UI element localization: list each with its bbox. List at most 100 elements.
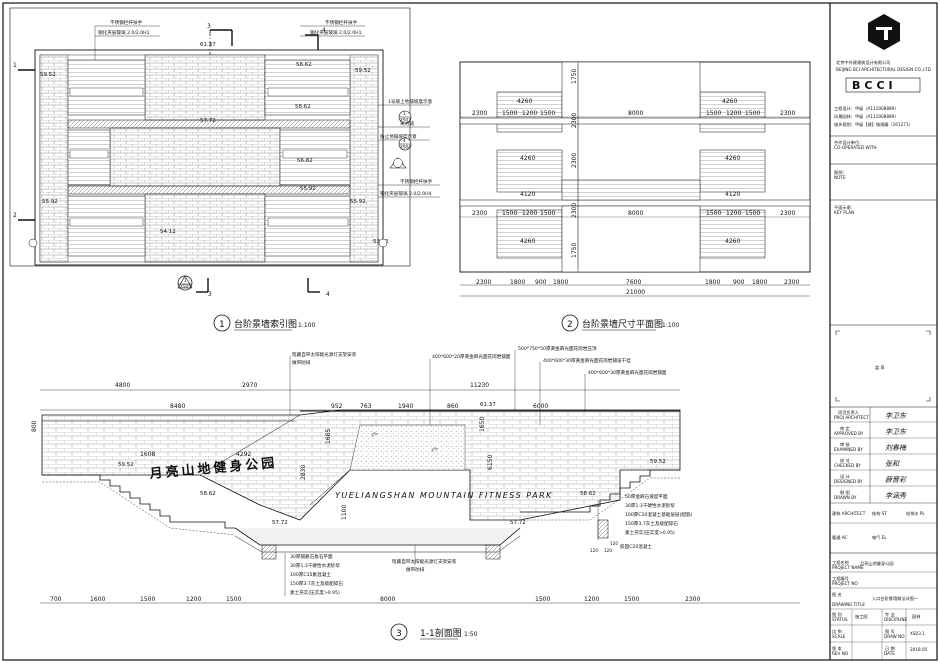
status-label: 图 别 (832, 611, 842, 618)
note: 钢化夹层玻璃 2.0/2.0H4 (380, 190, 432, 197)
callout-sheet: XS03 (400, 118, 411, 123)
drawing-label: 图 名 (832, 591, 842, 598)
dim: 120 (590, 548, 598, 553)
note: 不锈钢栏杆扶手 (400, 178, 433, 185)
dim: 6000 (533, 403, 548, 410)
discipline-cell: 建筑 ARCHITECT (832, 510, 866, 517)
stairs-right (520, 469, 680, 513)
dim: 120 (604, 548, 612, 553)
firm-abbr: BCCI (852, 79, 897, 92)
note: 50厚金麻石坡度平面 (625, 493, 668, 500)
dim: 2300 (476, 279, 491, 286)
dim: 8000 (628, 210, 643, 217)
firm-name-en: BEIJING BCI ARCHITECTURAL DESIGN CO.,LTD (836, 67, 931, 72)
drawno-label: 图 号 (885, 629, 895, 635)
firm-abbr-logo: BCCI (845, 77, 921, 93)
note-label: 图例： (834, 169, 847, 176)
coop-label-en: CO-OPERATED WITH (834, 145, 877, 150)
note: 素土夯实(压实度>0.95) (625, 529, 675, 536)
note: 不锈钢栏杆扶手 (325, 19, 358, 26)
elev: 59.52 (118, 462, 134, 468)
drawno-label-en: DRAW NO (884, 634, 905, 639)
dim: 900 (733, 279, 745, 286)
date-label: 日 期 (885, 646, 895, 652)
note: 400*600*20厚黄金麻光面花岗岩铺面 (432, 353, 511, 360)
title-scale: 1:100 (662, 322, 679, 329)
dim: 2300 (472, 110, 487, 117)
dim: 900 (535, 279, 547, 286)
projno-label: 工程编号 (832, 575, 849, 582)
dim: 2300 (780, 210, 795, 217)
elev: 56.82 (297, 158, 313, 164)
signature: 张和 (885, 460, 900, 468)
dim: 8000 (380, 596, 395, 603)
plan2-title: 2 台阶景墙尺寸平面图 1:100 (561, 314, 679, 332)
stairs-left (42, 474, 235, 529)
plan-dimensions: 1750 2300 2300 2300 1750 2300 1500 1200 … (459, 61, 811, 332)
elev: 58.62 (296, 62, 312, 68)
title-text: 1-1剖面图 (420, 627, 462, 639)
dim: 1800 (510, 279, 525, 286)
status-value: 施工图 (855, 613, 868, 620)
title-text: 台阶景墙索引图 (234, 318, 297, 330)
detail-callout-2[interactable]: 4 XS04 (398, 137, 412, 151)
dim: 2300 (780, 110, 795, 117)
note: 暗藏自带太阳能光源灯支架安装 (292, 351, 357, 358)
project-label: 工程名称 (832, 559, 849, 566)
note: 400*600*30厚黄金麻光面花岗岩铺面 (588, 369, 667, 376)
note: 暗藏自带太阳能光源灯支架安装 (392, 558, 457, 565)
plan1-title: 1 台阶景墙索引图 1:100 (213, 314, 315, 332)
role-label: 制 图 (840, 489, 850, 496)
section-right-notes: 50厚金麻石坡度平面 30厚1:3干硬性水泥砂浆 100厚C20混凝土基础层层(… (597, 493, 693, 550)
note: 100厚C15素混凝土 (290, 571, 331, 578)
dim: 860 (447, 403, 459, 410)
qualification: 城乡规划：甲级【建】城规编（161271） (834, 121, 913, 128)
decor-panel (349, 424, 466, 471)
dim: 1800 (705, 279, 720, 286)
note: 400*600*30厚黄金麻光面花岗岩铺设干挂 (543, 357, 631, 364)
dim: 1500 (540, 110, 555, 117)
role-label: 项目负责人 (838, 409, 860, 416)
section-1-1: 4800 2970 11230 8480 952 763 1940 860 60… (31, 345, 800, 641)
dim-total: 21000 (626, 289, 645, 296)
note: 30厚1:3干硬性水泥砂浆 (625, 502, 675, 509)
elev: 57.72 (510, 520, 526, 526)
qualification: 工程设计：甲级（A111008889） (834, 105, 899, 112)
ref-sheet: XS05 (180, 284, 191, 289)
keyplan-label-en: KEY PLAN (834, 210, 854, 215)
grid-label-2: 2 (13, 212, 17, 219)
role-label-en: CHECKED BY (834, 463, 861, 468)
discipline-label-en: DISCIPLINE (884, 617, 908, 622)
elev: 57.72 (200, 118, 216, 124)
grid-label-a-bottom: 3 (208, 291, 212, 298)
dim-4120: 4120 (725, 191, 740, 198)
note: 1号坡上地铺坡度示意 (388, 98, 433, 105)
elev: 59.52 (355, 68, 371, 74)
role-label-en: DRAWN BY (834, 495, 857, 500)
signature: 刘春梅 (885, 444, 907, 452)
dim: 1500 (745, 210, 760, 217)
discipline-cell: 给排水 PL (906, 510, 925, 517)
detail-callout-left[interactable] (28, 238, 388, 248)
elev: 58.62 (295, 104, 311, 110)
discipline-cell: 电气 EL (872, 534, 887, 540)
elev: 57.72 (272, 520, 288, 526)
elev: 58.62 (580, 491, 596, 497)
note-label-en: NOTE (834, 175, 846, 180)
role-label: 审 定 (840, 425, 850, 432)
vdim: 2300 (571, 153, 578, 168)
detail-callout-1[interactable]: 1 XS03 (398, 110, 412, 124)
role-label-en: EXAMINED BY (834, 447, 863, 452)
discipline-rows: 建筑 ARCHITECT 结构 ST 给排水 PL 暖通 AC 电气 EL (830, 510, 937, 554)
drawing-number: XS03.1 (910, 631, 925, 636)
plan-index: 3 4 1 2 3 4 59.52 61.37 58.62 59.52 57.7… (9, 7, 440, 332)
rev-label: 版 本 (832, 645, 843, 652)
discipline-value: 园林 (912, 613, 921, 620)
section-ref-marker[interactable]: 1 XS05 (177, 275, 193, 291)
signature: 李涵秀 (885, 492, 907, 500)
dim: 1500 (502, 210, 517, 217)
elev: 55.92 (350, 199, 366, 205)
role-label: 校 对 (840, 457, 850, 464)
detail-callout-3[interactable] (389, 157, 407, 169)
